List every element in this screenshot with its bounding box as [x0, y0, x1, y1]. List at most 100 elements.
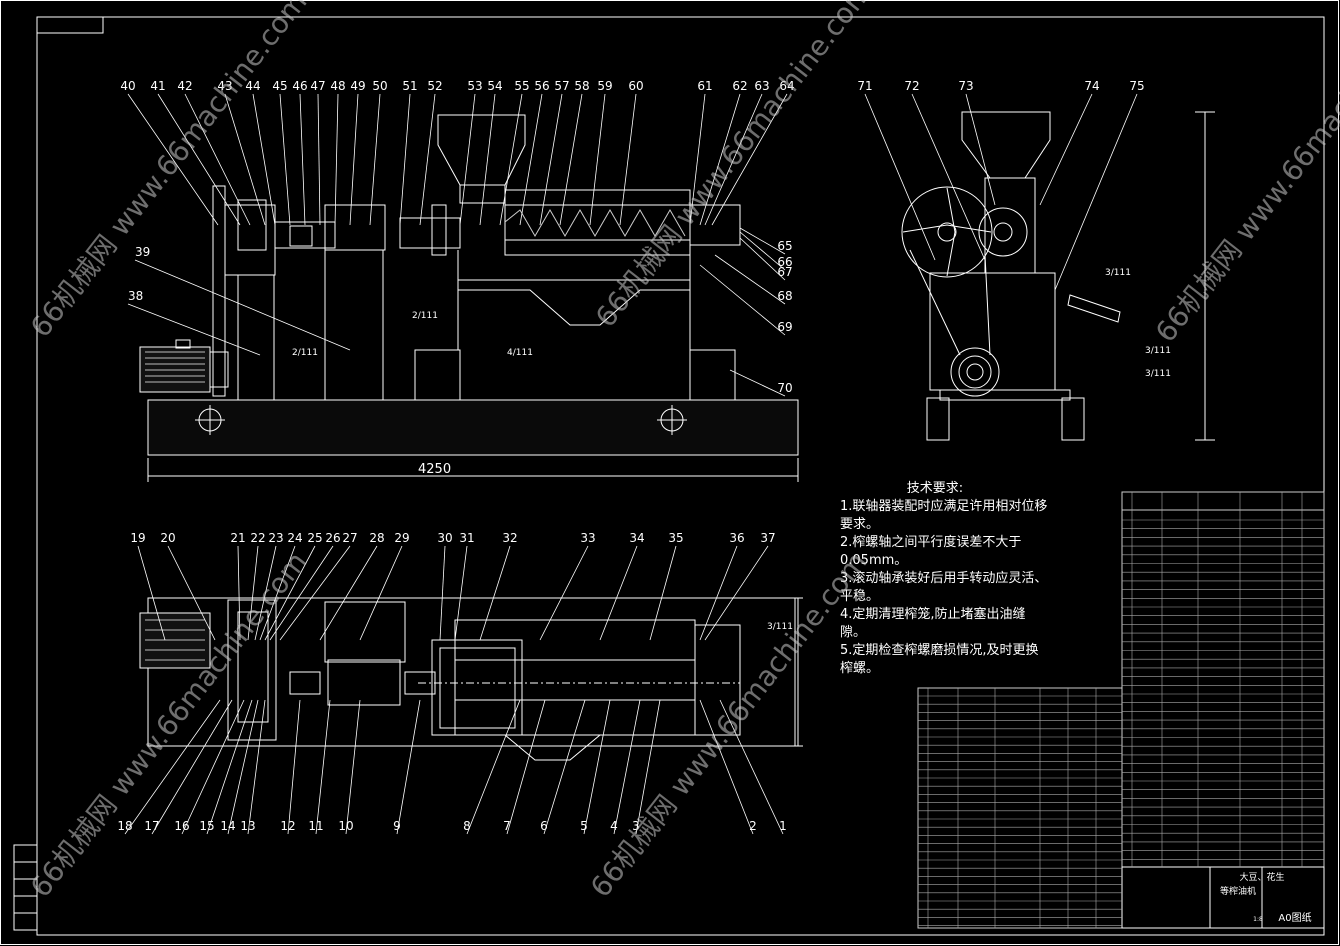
leader-28	[319, 545, 378, 641]
callout-64: 64	[779, 79, 794, 93]
callout-19: 19	[130, 531, 145, 545]
leader-15	[206, 699, 253, 835]
leader-74	[1039, 93, 1093, 206]
leader-60	[619, 93, 637, 226]
callout-16: 16	[174, 819, 189, 833]
leader-1	[719, 699, 784, 835]
leader-14	[227, 699, 259, 835]
callout-14: 14	[220, 819, 235, 833]
callout-63: 63	[754, 79, 769, 93]
callout-38: 38	[128, 289, 143, 303]
callout-53: 53	[467, 79, 482, 93]
callout-46: 46	[292, 79, 307, 93]
callout-75: 75	[1129, 79, 1144, 93]
callout-22: 22	[250, 531, 265, 545]
callout-50: 50	[372, 79, 387, 93]
callout-40: 40	[120, 79, 135, 93]
callout-5: 5	[580, 819, 588, 833]
callout-7: 7	[503, 819, 511, 833]
callout-66: 66	[777, 255, 792, 269]
leader-30	[439, 545, 446, 641]
section-ref-b: 4/111	[507, 348, 533, 358]
leader-27	[279, 545, 351, 641]
leader-45	[279, 93, 291, 226]
leader-6	[543, 699, 586, 835]
leader-54	[479, 93, 496, 226]
leader-17	[151, 699, 233, 835]
leader-10	[345, 699, 361, 835]
callout-29: 29	[394, 531, 409, 545]
callout-74: 74	[1084, 79, 1099, 93]
callout-44: 44	[245, 79, 260, 93]
callout-10: 10	[338, 819, 353, 833]
leader-57	[539, 93, 563, 226]
sheet-size: A0图纸	[1278, 911, 1311, 924]
front-view	[139, 114, 799, 482]
leader-24	[259, 545, 296, 641]
leader-22	[247, 545, 259, 641]
leader-31	[454, 545, 468, 641]
leader-2	[699, 699, 754, 835]
leader-46	[299, 93, 306, 226]
leader-13	[247, 699, 266, 835]
callout-43: 43	[217, 79, 232, 93]
callout-21: 21	[230, 531, 245, 545]
leader-7	[506, 699, 546, 835]
callout-26: 26	[325, 531, 340, 545]
leader-35	[649, 545, 677, 641]
callout-9: 9	[393, 819, 401, 833]
plan-view	[139, 597, 803, 761]
leader-25	[264, 545, 316, 641]
leader-8	[466, 699, 521, 835]
leader-19	[137, 545, 166, 641]
title-block	[1121, 866, 1325, 929]
leader-20	[167, 545, 216, 641]
leader-63	[704, 93, 763, 226]
callout-73: 73	[958, 79, 973, 93]
section-ref-f: 3/111	[1145, 369, 1171, 379]
leader-3	[635, 699, 661, 835]
callout-1: 1	[779, 819, 787, 833]
leader-59	[589, 93, 606, 226]
callout-13: 13	[240, 819, 255, 833]
callout-55: 55	[514, 79, 529, 93]
notes-title: 技术要求:	[906, 481, 964, 496]
callout-33: 33	[580, 531, 595, 545]
callout-69: 69	[777, 320, 792, 334]
section-ref-a: 2/111	[292, 348, 318, 358]
note-4: 4.定期清理榨笼,防止堵塞出油缝隙。	[840, 607, 1026, 640]
leader-67	[739, 237, 786, 281]
leader-71	[864, 93, 936, 261]
leader-40	[127, 93, 219, 226]
callout-2: 2	[749, 819, 757, 833]
leader-66	[739, 231, 786, 271]
dim-overall-length: 4250	[418, 462, 451, 477]
binding-strip	[13, 844, 38, 931]
leader-9	[396, 699, 421, 835]
callout-27: 27	[342, 531, 357, 545]
callout-37: 37	[760, 531, 775, 545]
note-1: 1.联轴器装配时应满足许用相对位移要求。	[840, 499, 1048, 532]
inner-frame	[36, 16, 1325, 936]
note-5: 5.定期检查榨螺磨损情况,及时更换榨螺。	[840, 643, 1039, 676]
leader-62	[699, 93, 741, 226]
leader-56	[519, 93, 543, 226]
leader-49	[349, 93, 359, 226]
callout-11: 11	[308, 819, 323, 833]
note-3: 3.滚动轴承装好后用手转动应灵活、平稳。	[840, 571, 1048, 604]
callout-24: 24	[287, 531, 302, 545]
callout-58: 58	[574, 79, 589, 93]
callout-31: 31	[459, 531, 474, 545]
callout-15: 15	[199, 819, 214, 833]
leader-68	[714, 254, 786, 305]
leader-11	[315, 699, 331, 835]
leader-50	[369, 93, 381, 226]
callout-35: 35	[668, 531, 683, 545]
leader-36	[699, 545, 738, 641]
callout-42: 42	[177, 79, 192, 93]
callout-47: 47	[310, 79, 325, 93]
callout-18: 18	[117, 819, 132, 833]
title-line2: 等榨油机	[1220, 885, 1256, 897]
